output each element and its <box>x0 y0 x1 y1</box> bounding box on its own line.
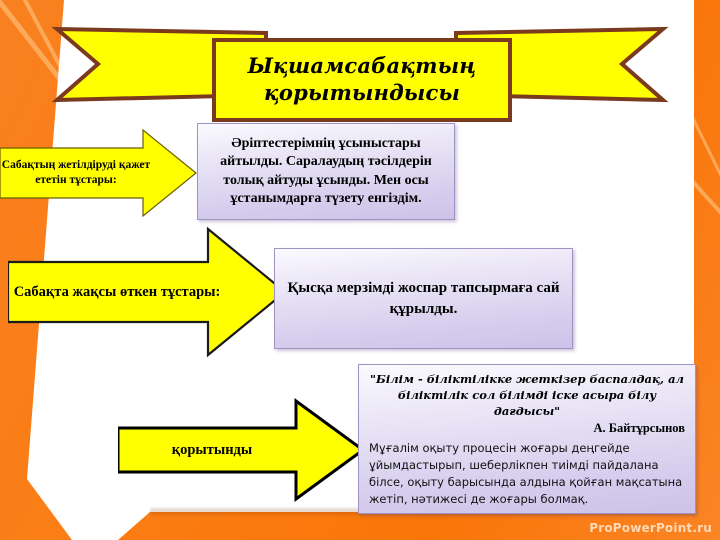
ribbon-shape-icon <box>51 26 669 122</box>
content-box-row-2: Қысқа мерзімді жоспар тапсырмаға сай құр… <box>274 248 573 349</box>
content-box-row-3: "Білім - біліктілікке жеткізер баспалдақ… <box>358 364 696 514</box>
conclusion-body-text: Мұғалім оқыту процесін жоғары деңгейде ұ… <box>369 440 683 507</box>
right-arrow-icon <box>0 128 197 218</box>
right-arrow-icon <box>8 226 287 358</box>
watermark-label: ProPowerPoint.ru <box>589 521 712 535</box>
content-box-text-row-2: Қысқа мерзімді жоспар тапсырмаға сай құр… <box>287 280 560 317</box>
right-arrow-icon <box>118 398 366 502</box>
arrow-label-row-3: қорытынды <box>171 441 253 458</box>
arrow-shape-row-1[interactable]: Сабақтың жетілдіруді қажет ететін тұстар… <box>0 128 198 218</box>
quotation-text: "Білім - біліктілікке жеткізер баспалдақ… <box>370 372 684 418</box>
arrow-shape-row-2[interactable]: Сабақта жақсы өткен тұстары: <box>8 226 288 358</box>
arrow-shape-row-3[interactable]: қорытынды <box>118 398 366 502</box>
arrow-label-row-2: Сабақта жақсы өткен тұстары: <box>13 283 221 300</box>
quotation-author: А. Байтұрсынов <box>593 420 685 435</box>
title-ribbon: Ықшамсабақтың қорытындысы <box>0 0 720 130</box>
content-box-row-1: Әріптестерімнің ұсыныстары айтылды. Сара… <box>197 123 455 220</box>
arrow-label-row-1: Сабақтың жетілдіруді қажет ететін тұстар… <box>1 159 151 186</box>
content-box-text-row-1: Әріптестерімнің ұсыныстары айтылды. Сара… <box>220 136 432 206</box>
